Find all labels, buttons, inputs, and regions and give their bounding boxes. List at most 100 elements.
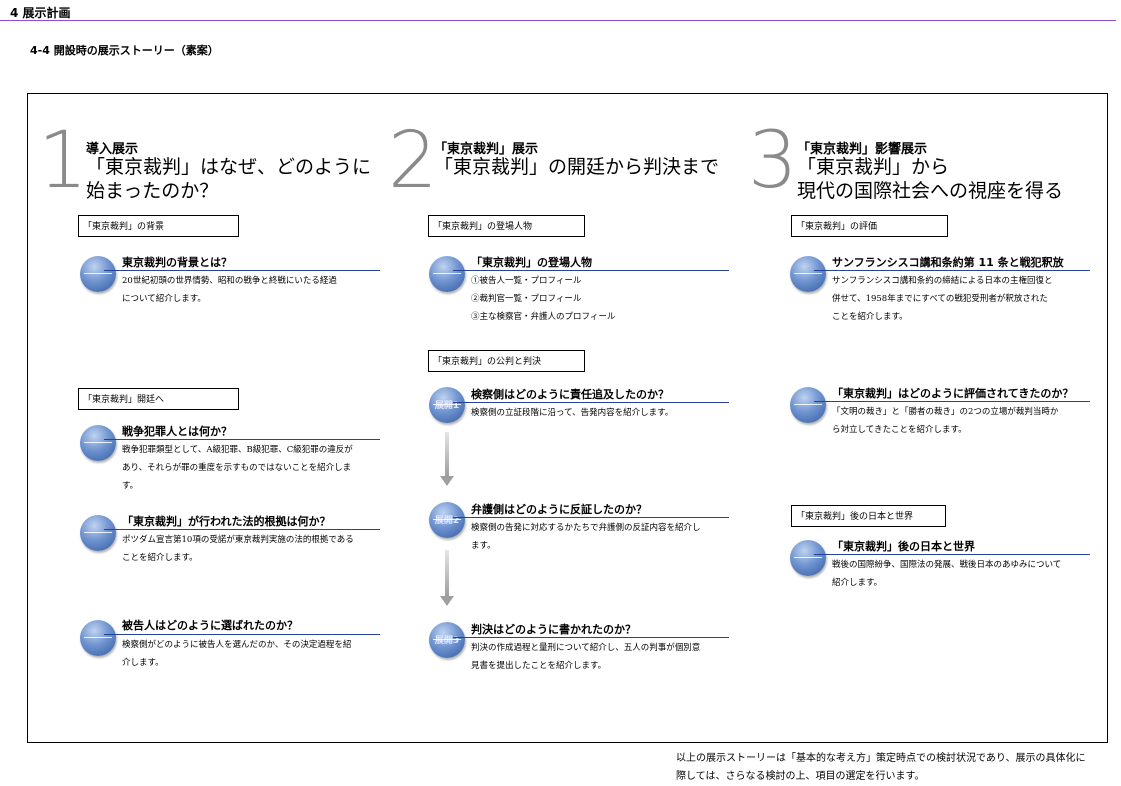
description-line: 介します。 <box>122 658 164 668</box>
item-description: 検察側の立証段階に沿って、告発内容を紹介します。 <box>471 404 673 422</box>
item-description: 検察側の告発に対応するかたちで弁護側の反証内容を紹介し ます。 <box>471 519 701 555</box>
section-title-line: 「東京裁判」の開廷から判決まで <box>434 156 720 178</box>
item-underline <box>814 401 1090 402</box>
item-title: 「東京裁判」はどのように評価されてきたのか？ <box>832 387 1074 400</box>
item-description: サンフランシスコ講和条約の締結による日本の主権回復と 併せて、1958年までにす… <box>832 272 1053 326</box>
item-underline <box>814 270 1090 271</box>
section-number-1: 1 <box>38 116 88 206</box>
item-underline <box>814 554 1090 555</box>
description-line: 紹介します。 <box>832 578 883 588</box>
footer-line: 際しては、さらなる検討の上、項目の選定を行います。 <box>676 771 925 782</box>
description-line: す。 <box>122 481 139 491</box>
section-number-2: 2 <box>388 116 438 206</box>
description-line: 検察側の立証段階に沿って、告発内容を紹介します。 <box>471 408 674 418</box>
flow-arrow-head <box>440 476 454 486</box>
item-ball-icon <box>80 620 116 656</box>
item-ball-icon: 展開1 <box>429 387 465 423</box>
item-description: ポツダム宣言第10項の受諾が東京裁判実施の法的根拠である ことを紹介します。 <box>122 531 354 567</box>
description-line: ポツダム宣言第10項の受諾が東京裁判実施の法的根拠である <box>122 535 354 545</box>
item-underline <box>104 634 380 635</box>
item-underline <box>453 637 729 638</box>
description-line: ます。 <box>471 541 496 551</box>
item-ball-icon <box>80 425 116 461</box>
item-underline <box>453 270 729 271</box>
item-underline <box>104 270 380 271</box>
stage-label: 展開3 <box>434 636 460 646</box>
description-line: サンフランシスコ講和条約の締結による日本の主権回復と <box>832 276 1053 286</box>
section-label-3: 「東京裁判」影響展示 <box>797 142 928 157</box>
story-frame <box>27 93 1108 743</box>
item-ball-icon <box>80 256 116 292</box>
section-title-3: 「東京裁判」から 現代の国際社会への視座を得る <box>797 155 1063 203</box>
item-title: 戦争犯罪人とは何か？ <box>122 425 232 438</box>
item-title: 弁護側はどのように反証したのか？ <box>471 503 647 516</box>
section-title-1: 「東京裁判」はなぜ、どのように 始まったのか？ <box>86 155 371 203</box>
item-ball-icon <box>790 256 826 292</box>
item-ball-icon <box>790 387 826 423</box>
footer-line: 以上の展示ストーリーは「基本的な考え方」策定時点での検討状況であり、展示の具体化… <box>676 753 1086 764</box>
item-ball-icon <box>429 256 465 292</box>
item-title: 検察側はどのように責任追及したのか？ <box>471 388 669 401</box>
description-line: について紹介します。 <box>122 294 206 304</box>
category-tag: 「東京裁判」の評価 <box>791 215 948 237</box>
category-tag: 「東京裁判」後の日本と世界 <box>791 505 946 527</box>
item-title: 「東京裁判」の登場人物 <box>471 256 592 269</box>
item-underline <box>453 517 729 518</box>
description-line: 判決の作成過程と量刑について紹介し、五人の判事が個別意 <box>471 643 701 653</box>
section-title-line: 現代の国際社会への視座を得る <box>797 180 1064 202</box>
flow-arrow-head <box>440 596 454 606</box>
stage-label: 展開1 <box>434 401 460 411</box>
item-description: 戦争犯罪類型として、A級犯罪、B級犯罪、C級犯罪の違反が あり、それらが罪の重度… <box>122 441 353 495</box>
section-title-line: 「東京裁判」から <box>797 156 950 178</box>
item-title: 被告人はどのように選ばれたのか？ <box>122 619 298 632</box>
description-line: ③主な検察官・弁護人のプロフィール <box>471 312 616 322</box>
stage-label: 展開2 <box>434 516 460 526</box>
description-line: 検察側がどのように被告人を選んだのか、その決定過程を紹 <box>122 640 352 650</box>
category-tag: 「東京裁判」の背景 <box>78 215 239 237</box>
section-number-3: 3 <box>748 116 798 206</box>
item-ball-icon: 展開3 <box>429 622 465 658</box>
section-title-2: 「東京裁判」の開廷から判決まで <box>434 155 719 179</box>
description-line: 戦後の国際紛争、国際法の発展、戦後日本のあゆみについて <box>832 560 1062 570</box>
footer-note: 以上の展示ストーリーは「基本的な考え方」策定時点での検討状況であり、展示の具体化… <box>676 750 1116 786</box>
item-title: 「東京裁判」後の日本と世界 <box>832 540 975 553</box>
description-line: ら対立してきたことを紹介します。 <box>832 425 967 435</box>
category-tag: 「東京裁判」開廷へ <box>78 388 239 410</box>
description-line: ことを紹介します。 <box>122 553 198 563</box>
description-line: ①被告人一覧・プロフィール <box>471 276 582 286</box>
category-tag: 「東京裁判」の公判と判決 <box>428 350 585 372</box>
flow-arrow-shaft <box>445 550 449 596</box>
header-divider <box>0 20 1116 21</box>
category-tag: 「東京裁判」の登場人物 <box>428 215 585 237</box>
description-line: ②裁判官一覧・プロフィール <box>471 294 582 304</box>
item-description: 「文明の裁き」と「勝者の裁き」の2つの立場が裁判当時か ら対立してきたことを紹介… <box>832 403 1058 439</box>
description-line: 「文明の裁き」と「勝者の裁き」の2つの立場が裁判当時か <box>832 407 1059 417</box>
item-description: ①被告人一覧・プロフィール ②裁判官一覧・プロフィール ③主な検察官・弁護人のプ… <box>471 272 615 326</box>
item-underline <box>453 402 729 403</box>
item-ball-icon <box>790 540 826 576</box>
section-label-1: 導入展示 <box>86 142 139 157</box>
item-description: 20世紀初頭の世界情勢、昭和の戦争と終戦にいたる経過 について紹介します。 <box>122 272 337 308</box>
item-underline <box>104 439 380 440</box>
section-subtitle: 4-4 開設時の展示ストーリー（素案） <box>30 44 219 57</box>
description-line: ことを紹介します。 <box>832 312 908 322</box>
item-ball-icon: 展開2 <box>429 502 465 538</box>
description-line: 戦争犯罪類型として、A級犯罪、B級犯罪、C級犯罪の違反が <box>122 445 353 455</box>
item-ball-icon <box>80 515 116 551</box>
item-title: 東京裁判の背景とは？ <box>122 256 232 269</box>
description-line: あり、それらが罪の重度を示すものではないことを紹介しま <box>122 463 352 473</box>
item-title: 「東京裁判」が行われた法的根拠は何か？ <box>122 515 331 528</box>
section-title-line: 始まったのか？ <box>86 180 219 202</box>
item-description: 戦後の国際紛争、国際法の発展、戦後日本のあゆみについて 紹介します。 <box>832 556 1061 592</box>
item-title: サンフランシスコ講和条約第 11 条と戦犯釈放 <box>832 256 1064 269</box>
item-underline <box>104 529 380 530</box>
description-line: 併せて、1958年までにすべての戦犯受刑者が釈放された <box>832 294 1048 304</box>
section-label-2: 「東京裁判」展示 <box>434 142 539 157</box>
item-description: 判決の作成過程と量刑について紹介し、五人の判事が個別意 見書を提出したことを紹介… <box>471 639 700 675</box>
section-title-line: 「東京裁判」はなぜ、どのように <box>86 156 372 178</box>
description-line: 20世紀初頭の世界情勢、昭和の戦争と終戦にいたる経過 <box>122 276 337 286</box>
description-line: 見書を提出したことを紹介します。 <box>471 661 607 671</box>
description-line: 検察側の告発に対応するかたちで弁護側の反証内容を紹介し <box>471 523 701 533</box>
chapter-heading: 4 展示計画 <box>10 6 71 20</box>
flow-arrow-shaft <box>445 432 449 476</box>
